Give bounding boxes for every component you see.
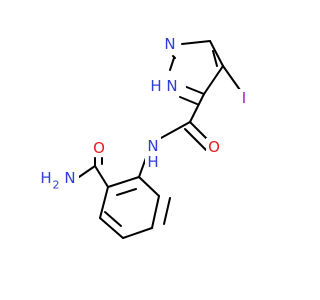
bond-c3-nh bbox=[183, 85, 205, 95]
bond-ar4-ar5 bbox=[99, 217, 124, 239]
bond-ar3-ar4 bbox=[122, 227, 153, 239]
amide-h-label: H bbox=[147, 153, 158, 171]
bond-c4-c3 bbox=[203, 65, 224, 95]
ring-nh-n-label: N bbox=[166, 77, 177, 95]
bonds bbox=[78, 40, 241, 239]
iodine-label: I bbox=[242, 89, 246, 107]
bond-c3-nh-double bbox=[179, 96, 198, 105]
bond-camide-n bbox=[78, 165, 96, 178]
amide-o-label: O bbox=[208, 138, 220, 156]
ring-n-label: N bbox=[164, 35, 175, 53]
bond-ar4-ar5-double bbox=[104, 211, 122, 227]
bond-c4-i bbox=[222, 65, 241, 91]
amine-n-label: N bbox=[64, 169, 75, 187]
molecule-structure: N H N I O N H O H 2 N bbox=[37, 35, 250, 239]
bond-c3-co bbox=[189, 93, 205, 123]
bond-c5-c4-double bbox=[212, 50, 218, 67]
amine-h-label: H bbox=[40, 169, 51, 187]
bond-co-nh bbox=[160, 121, 191, 139]
bond-ar5-ar6 bbox=[99, 186, 109, 219]
bond-ar1-ar2 bbox=[138, 176, 160, 197]
bond-ar2-ar3-double bbox=[163, 197, 171, 225]
ring-nh-h-label: H bbox=[150, 77, 161, 95]
bond-c5-c4 bbox=[209, 40, 224, 67]
carboxamide-o-label: O bbox=[93, 139, 105, 157]
bond-ar6-camide bbox=[94, 165, 109, 188]
bond-co-o-double bbox=[184, 128, 207, 151]
bond-ar2-ar3 bbox=[151, 195, 160, 229]
atom-labels: N H N I O N H O H 2 N bbox=[37, 35, 250, 192]
bond-n1-c5 bbox=[181, 40, 211, 45]
bond-nh-n1b bbox=[169, 57, 175, 71]
bond-ar6-ar1-double bbox=[116, 188, 137, 196]
amine-subscript-label: 2 bbox=[53, 179, 60, 192]
amide-n-label: N bbox=[147, 137, 158, 155]
bond-ar6-ar1 bbox=[107, 176, 140, 188]
